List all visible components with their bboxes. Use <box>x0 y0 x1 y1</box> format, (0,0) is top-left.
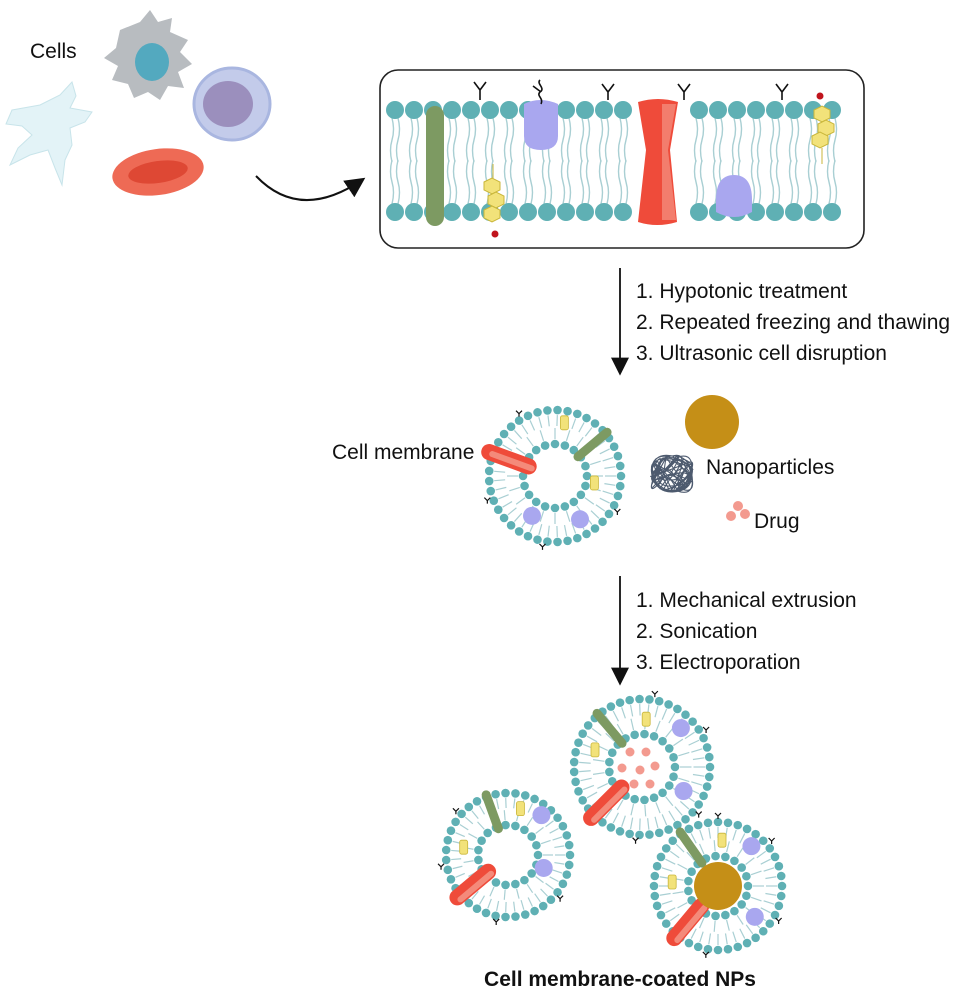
drug-particle <box>650 761 660 771</box>
coated-np-nanoparticle <box>649 812 787 958</box>
purple-protein-bottom <box>716 175 752 217</box>
extraction-step-1: 1. Hypotonic treatment <box>636 280 847 303</box>
bilayer-tails <box>389 117 838 205</box>
green-protein <box>426 106 444 226</box>
gold-nanoparticle <box>685 395 739 449</box>
extraction-step-3: 3. Ultrasonic cell disruption <box>636 342 887 365</box>
extraction-step-2: 2. Repeated freezing and thawing <box>636 311 950 334</box>
drug-particle <box>617 763 627 773</box>
coating-steps: 1. Mechanical extrusion 2. Sonication 3.… <box>636 589 857 674</box>
coating-step-1: 1. Mechanical extrusion <box>636 589 857 612</box>
macrophage-nucleus <box>135 43 169 81</box>
red-blood-cell-center <box>128 160 188 184</box>
leukocyte-nucleus <box>203 81 253 127</box>
cells-label: Cells <box>30 40 77 63</box>
coating-step-2: 2. Sonication <box>636 620 757 643</box>
cholesterol-bottom-left <box>483 164 505 238</box>
receptors <box>473 79 789 105</box>
coated-np-drug <box>569 690 715 844</box>
drug-particle <box>635 765 645 775</box>
source-cells: Cells <box>5 10 366 201</box>
coated-np-empty <box>437 788 575 925</box>
drug-particle <box>645 779 655 789</box>
dendritic-cell <box>5 81 93 187</box>
cell-membrane-label: Cell membrane <box>332 441 474 464</box>
red-channel-highlight <box>662 104 676 220</box>
membrane-vesicle <box>481 405 626 550</box>
drug-particle <box>625 747 635 757</box>
membrane-box <box>379 69 865 249</box>
drug-particle <box>641 747 651 757</box>
result-title: Cell membrane-coated NPs <box>484 968 756 991</box>
arrow-cells-to-membrane <box>255 175 366 201</box>
cholesterol-top-right <box>811 92 835 164</box>
drug-particle <box>629 779 639 789</box>
drug-label: Drug <box>754 510 800 533</box>
purple-protein-top <box>524 100 558 150</box>
polymer-nanoparticle <box>650 454 694 493</box>
extraction-steps: 1. Hypotonic treatment 2. Repeated freez… <box>636 280 950 365</box>
membrane-frame <box>379 69 865 249</box>
coating-step-3: 3. Electroporation <box>636 651 801 674</box>
nanoparticles-label: Nanoparticles <box>706 456 834 479</box>
drug-icon <box>726 501 750 521</box>
nanoparticle-core <box>694 862 742 910</box>
